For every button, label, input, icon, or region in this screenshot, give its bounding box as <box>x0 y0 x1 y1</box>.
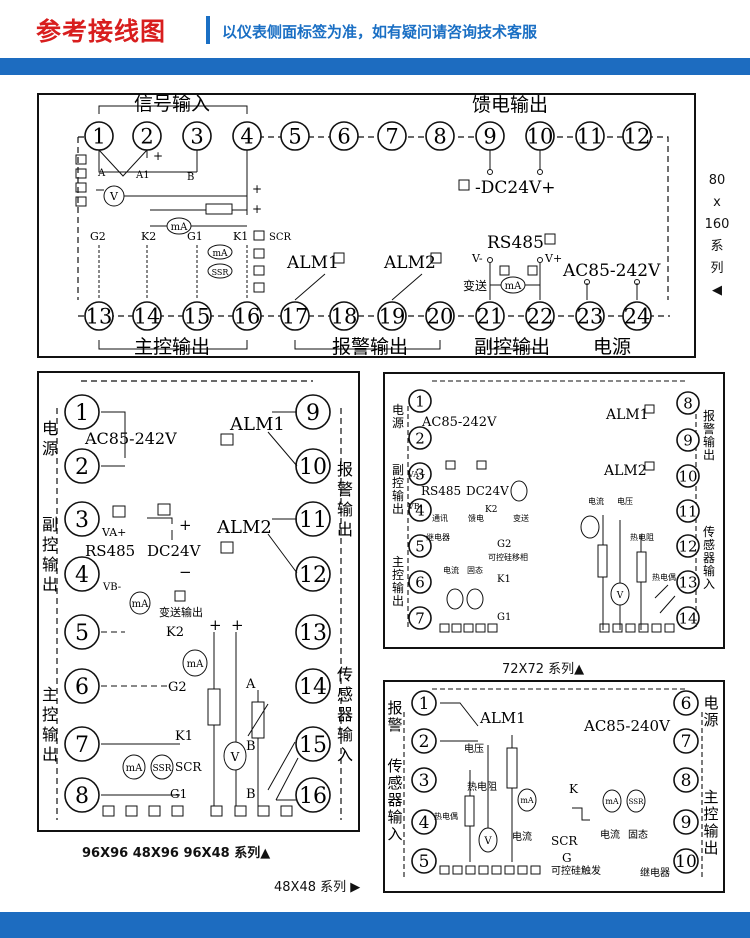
svg-text:A1: A1 <box>135 170 150 181</box>
alm1-label: ALM1 <box>286 253 339 273</box>
feed-output-label: 馈电输出 <box>472 94 548 116</box>
page-title: 参考接线图 <box>36 17 167 46</box>
main-control-output-label: 主控输出 <box>134 336 210 358</box>
terminal-number: 20 <box>427 305 454 329</box>
terminal-number: 19 <box>379 305 406 329</box>
series-96x96-caption: 96X96 48X96 96X48 系列▲ <box>82 846 271 861</box>
terminal-number: 6 <box>337 125 350 149</box>
alm2-label: ALM2 <box>383 253 436 273</box>
resistor-icon <box>205 203 233 215</box>
svg-text:+: + <box>252 202 262 216</box>
header: 参考接线图 以仪表侧面标签为准，如有疑问请咨询技术客服 <box>0 0 750 62</box>
terminal-number: 5 <box>288 125 301 149</box>
terminal-number: 1 <box>92 125 105 149</box>
svg-text:G2: G2 <box>90 230 106 243</box>
terminal-16 <box>232 301 262 331</box>
bottom-stripe <box>0 912 750 938</box>
svg-text:mA: mA <box>212 249 228 259</box>
terminal-5 <box>280 121 310 151</box>
title-divider <box>206 16 210 44</box>
terminal-24 <box>622 301 652 331</box>
terminal-number: 21 <box>477 305 504 329</box>
terminal-number: 11 <box>577 125 604 149</box>
terminal-12 <box>622 121 652 151</box>
terminal-13 <box>84 301 114 331</box>
terminal-number: 2 <box>140 125 153 149</box>
terminal-23 <box>575 301 605 331</box>
page-subtitle: 以仪表侧面标签为准，如有疑问请咨询技术客服 <box>222 23 538 41</box>
svg-text:mA: mA <box>171 222 188 233</box>
terminal-number: 13 <box>86 305 113 329</box>
terminal-number: 15 <box>184 305 211 329</box>
svg-text:G1: G1 <box>187 230 203 243</box>
svg-text:+: + <box>252 182 262 196</box>
svg-text:B: B <box>187 172 194 183</box>
svg-text:A: A <box>97 168 106 179</box>
terminal-number: 22 <box>527 305 554 329</box>
terminal-number: 10 <box>527 125 554 149</box>
terminal-number: 14 <box>134 305 161 329</box>
ssr-icon <box>207 263 233 279</box>
terminal-number: 17 <box>282 305 309 329</box>
power-label: 电源 <box>593 336 631 358</box>
terminal-7 <box>377 121 407 151</box>
transmit-label: 变送 <box>463 278 487 293</box>
dc24v-label: -DC24V+ <box>475 178 556 198</box>
panel-border <box>37 93 696 358</box>
terminal-number: 16 <box>234 305 261 329</box>
rs485-label: RS485 <box>487 233 544 253</box>
terminal-20 <box>425 301 455 331</box>
terminal-19 <box>377 301 407 331</box>
terminal-15 <box>182 301 212 331</box>
series-48x48-caption: 48X48 系列 ▶ <box>274 880 361 895</box>
svg-text:mA: mA <box>505 281 522 292</box>
top-stripe <box>0 58 750 75</box>
svg-text:V: V <box>109 190 119 203</box>
terminal-6 <box>329 121 359 151</box>
terminal-number: 3 <box>190 125 203 149</box>
svg-text:+: + <box>153 149 163 163</box>
terminal-number: 8 <box>433 125 446 149</box>
terminal-21 <box>475 301 505 331</box>
terminal-number: 18 <box>331 305 358 329</box>
signal-input-label: 信号输入 <box>134 93 210 115</box>
series-72x72-caption: 72X72 系列▲ <box>502 662 585 677</box>
svg-text:V+: V+ <box>544 252 562 265</box>
terminal-11 <box>575 121 605 151</box>
svg-text:SCR: SCR <box>269 232 292 243</box>
svg-text:SSR: SSR <box>212 268 230 277</box>
svg-text:K2: K2 <box>141 230 156 243</box>
series-80x160-label: 80 x 160 系 列 ◀ <box>700 170 734 302</box>
svg-text:K1: K1 <box>233 230 248 243</box>
alarm-output-label: 报警输出 <box>332 336 408 358</box>
terminal-14 <box>132 301 162 331</box>
arrow-left-icon: ◀ <box>712 283 722 298</box>
ac-power-label: AC85-242V <box>562 261 661 281</box>
terminal-number: 4 <box>240 125 253 149</box>
terminal-number: 24 <box>624 305 651 329</box>
terminal-number: 7 <box>385 125 398 149</box>
terminal-number: 9 <box>483 125 496 149</box>
milliamp-meter-icon <box>207 244 233 260</box>
terminal-18 <box>329 301 359 331</box>
terminal-number: 12 <box>624 125 651 149</box>
terminal-22 <box>525 301 555 331</box>
svg-text:V-: V- <box>471 252 483 265</box>
terminal-17 <box>280 301 310 331</box>
terminal-number: 23 <box>577 305 604 329</box>
terminal-8 <box>425 121 455 151</box>
aux-control-output-label: 副控输出 <box>474 336 550 358</box>
